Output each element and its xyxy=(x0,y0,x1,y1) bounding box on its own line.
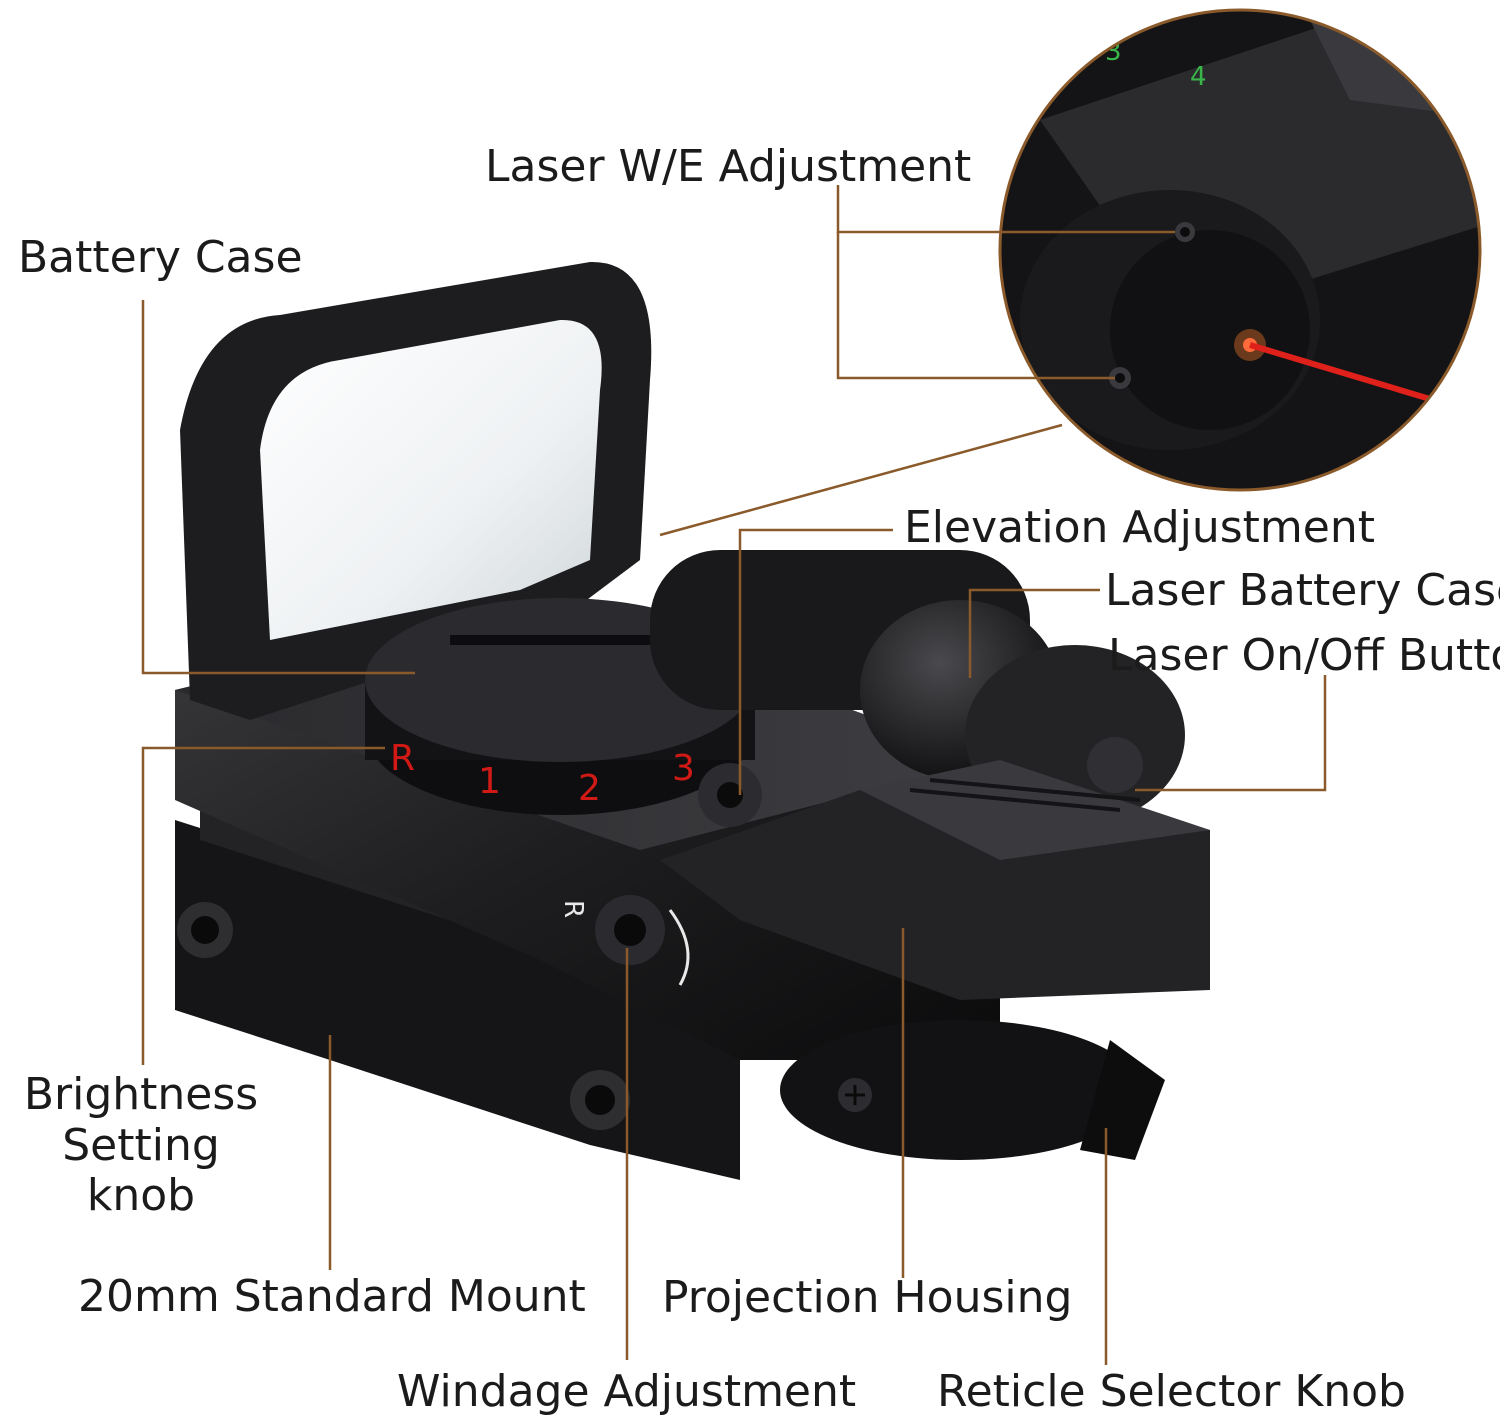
label-laser-we-adjustment: Laser W/E Adjustment xyxy=(485,141,972,192)
leader-laser-we-lower xyxy=(836,232,1115,380)
label-brightness-line1: Brightness xyxy=(23,1069,259,1120)
dial-mark-2: 2 xyxy=(578,768,601,809)
leader-inset-connector xyxy=(659,423,1063,537)
label-windage-adjustment: Windage Adjustment xyxy=(397,1366,857,1417)
label-laser-on-off-button: Laser On/Off Button xyxy=(1108,630,1500,681)
label-standard-mount: 20mm Standard Mount xyxy=(78,1271,586,1322)
leader-lines xyxy=(141,185,1327,1365)
sight-window-glass xyxy=(260,319,602,640)
dial-mark-1: 1 xyxy=(478,761,501,802)
laser-detail-inset: 3 4 xyxy=(998,8,1482,492)
label-brightness-line2: Setting knob xyxy=(62,1119,220,1222)
leader-battery-case xyxy=(141,300,415,675)
label-projection-housing: Projection Housing xyxy=(662,1272,1073,1323)
sight-body: R 1 2 3 R xyxy=(175,261,1210,1180)
dial-mark-r: R xyxy=(390,738,415,779)
laser-on-off-button xyxy=(1087,737,1143,793)
leader-laser-battery xyxy=(968,588,1100,678)
leader-brightness xyxy=(141,746,385,1065)
label-brightness-setting-knob: Brightness Setting knob xyxy=(2,1069,280,1222)
label-elevation-adjustment: Elevation Adjustment xyxy=(904,502,1375,553)
label-reticle-selector-knob: Reticle Selector Knob xyxy=(937,1366,1406,1417)
dial-mark-3: 3 xyxy=(672,748,695,789)
reticle-selector-knob xyxy=(780,1020,1140,1160)
leader-laser-button xyxy=(1135,675,1327,792)
zoom-dial-mark-4: 4 xyxy=(1190,62,1207,92)
leader-elevation xyxy=(738,528,893,795)
label-laser-battery-case: Laser Battery Case xyxy=(1105,565,1500,616)
windage-side-marking: R xyxy=(558,900,588,918)
label-battery-case: Battery Case xyxy=(18,232,303,283)
